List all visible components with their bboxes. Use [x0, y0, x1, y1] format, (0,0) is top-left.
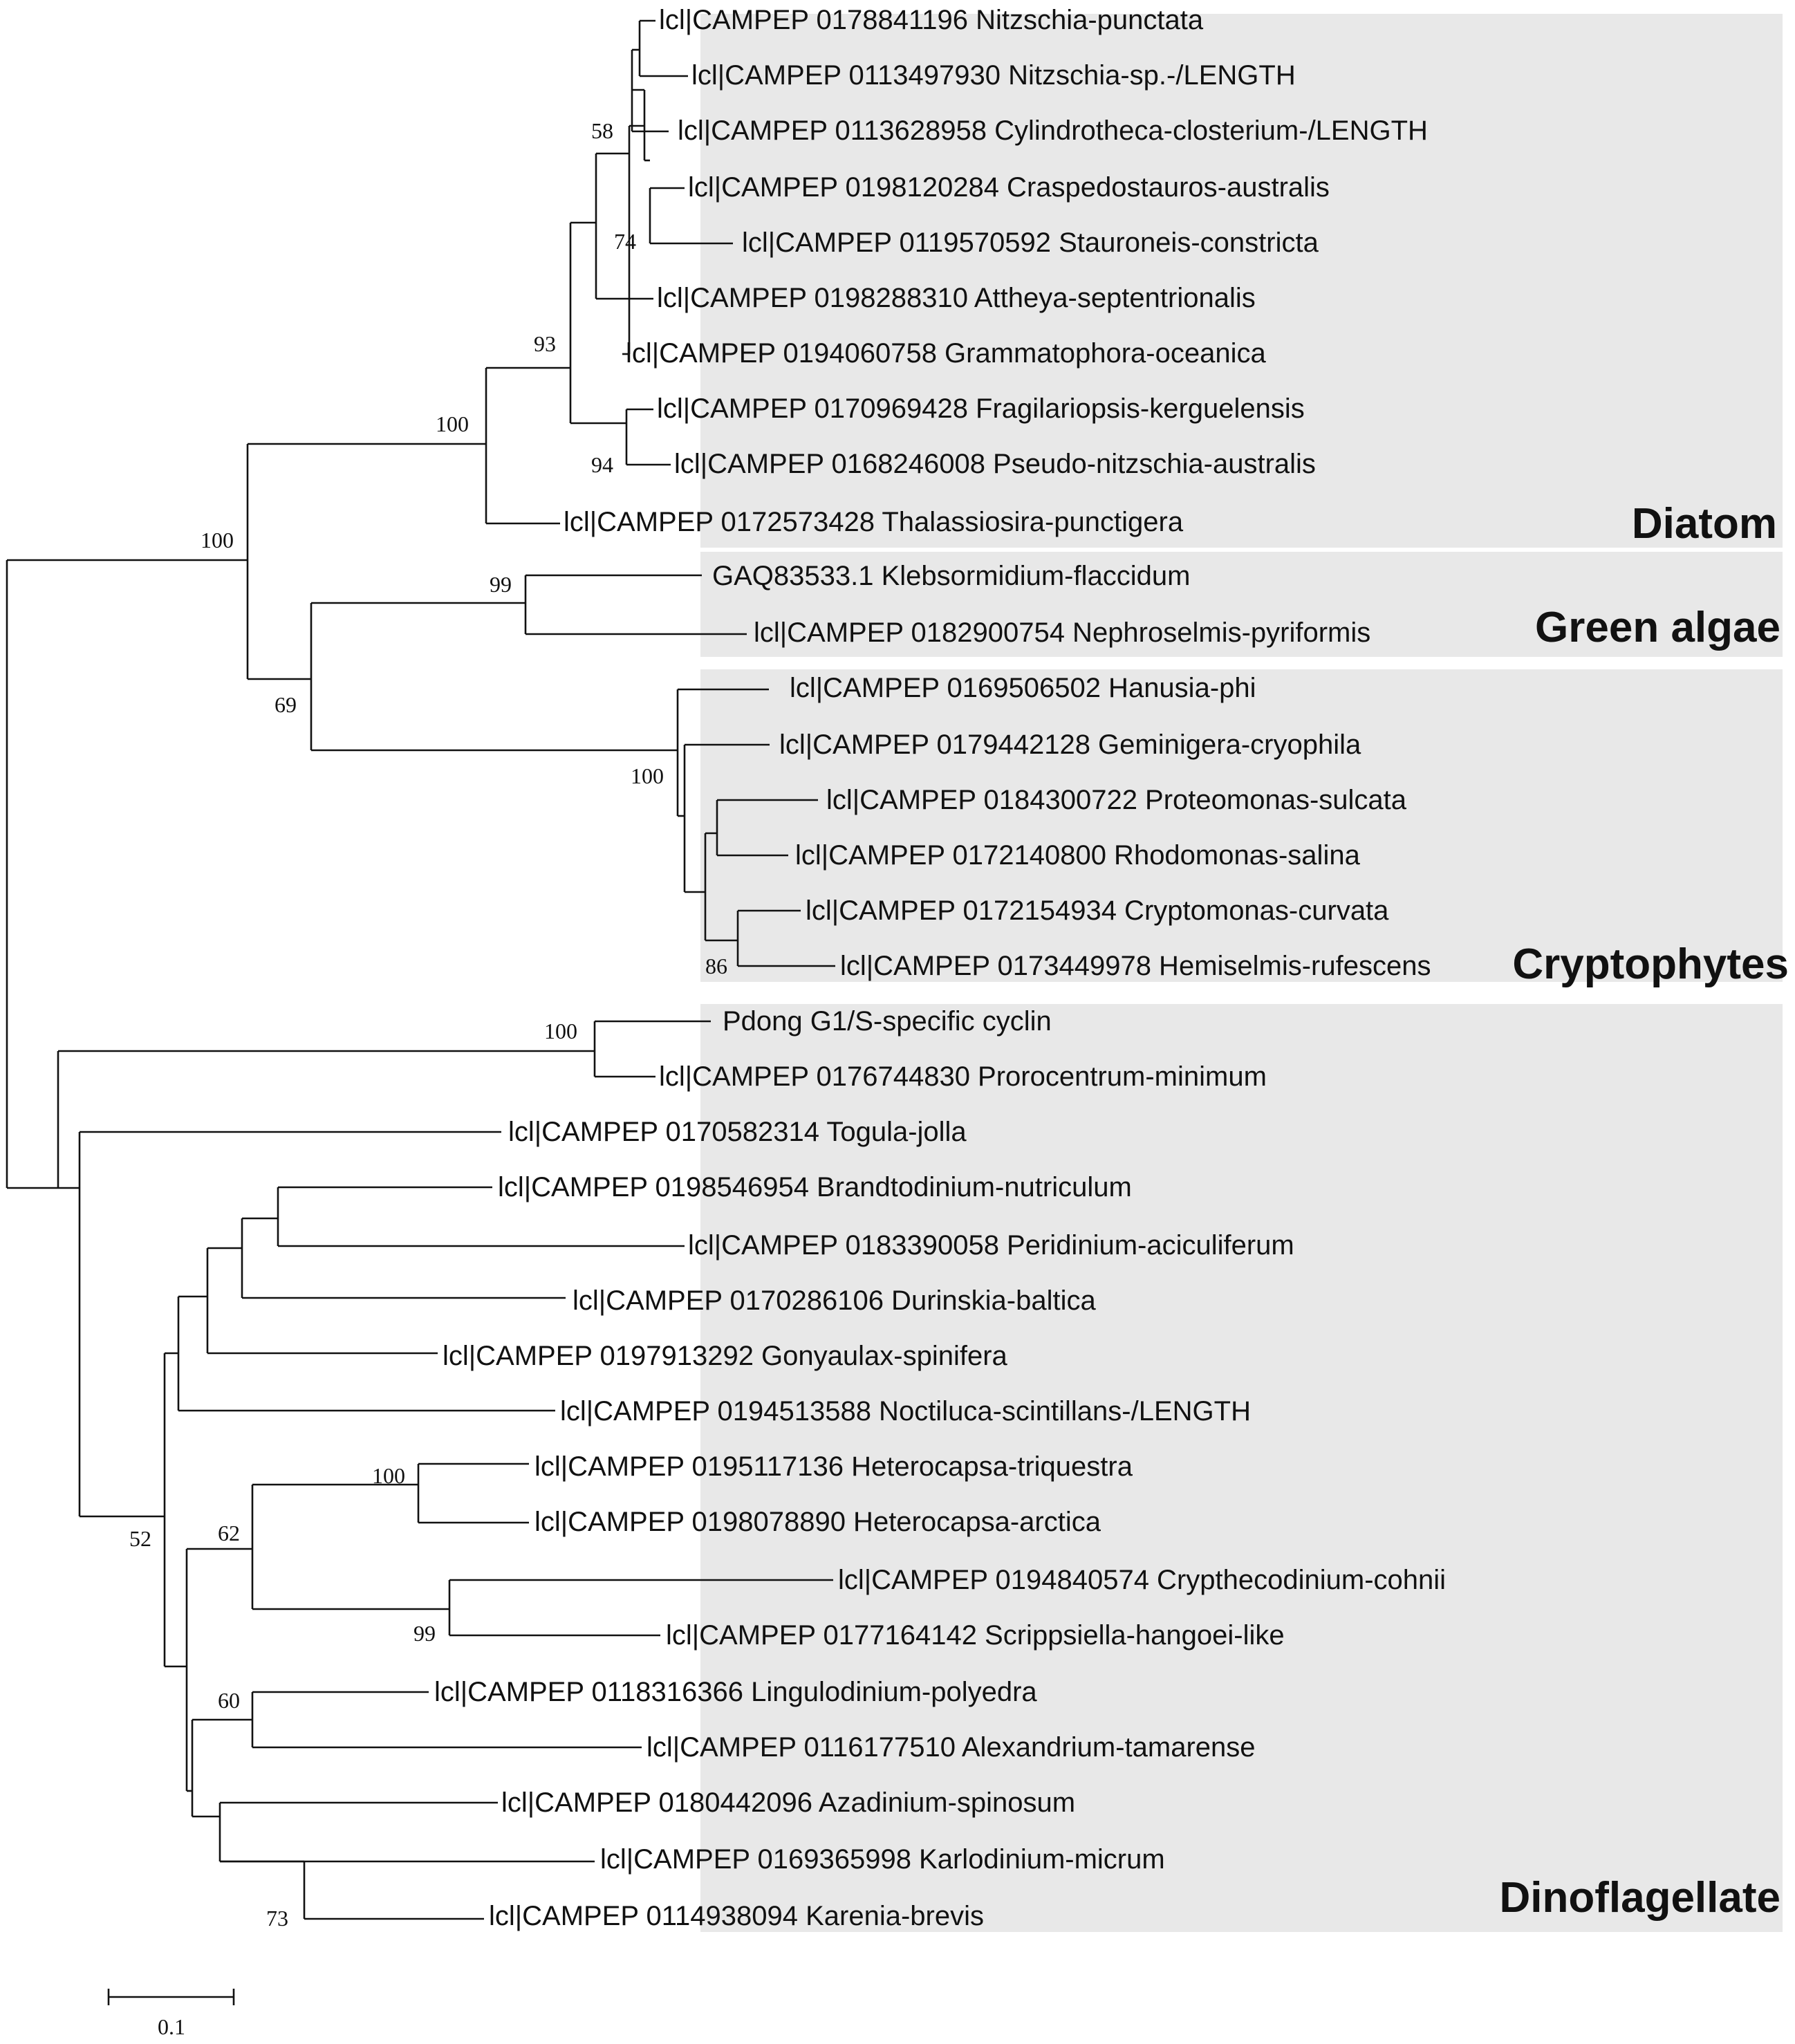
clade-label-cryptophytes: Cryptophytes [1512, 940, 1789, 988]
taxon-label: lcl|CAMPEP 0180442096 Azadinium-spinosum [501, 1787, 1075, 1818]
taxon-label: lcl|CAMPEP 0179442128 Geminigera-cryophi… [779, 730, 1361, 760]
bootstrap-value: 60 [218, 1688, 240, 1713]
bootstrap-value: 100 [201, 528, 234, 552]
taxon-label: lcl|CAMPEP 0197913292 Gonyaulax-spinifer… [443, 1341, 1008, 1371]
taxon-label: lcl|CAMPEP 0178841196 Nitzschia-punctata [659, 5, 1204, 35]
clade-label-diatom: Diatom [1632, 500, 1777, 548]
taxon-label: Pdong G1/S-specific cyclin [723, 1006, 1052, 1037]
bootstrap-value: 69 [275, 692, 297, 717]
bootstrap-value: 100 [436, 411, 469, 436]
bootstrap-value: 99 [490, 572, 512, 597]
taxon-label: lcl|CAMPEP 0113628958 Cylindrotheca-clos… [678, 115, 1428, 146]
bootstrap-value: 52 [129, 1526, 151, 1551]
bootstrap-values: 58 74 93 94 100 100 99 69 100 86 100 52 … [129, 118, 727, 1931]
taxon-label: lcl|CAMPEP 0119570592 Stauroneis-constri… [742, 227, 1319, 258]
taxon-label: lcl|CAMPEP 0170582314 Togula-jolla [508, 1117, 967, 1147]
taxon-label: lcl|CAMPEP 0118316366 Lingulodinium-poly… [434, 1677, 1037, 1707]
taxon-label: lcl|CAMPEP 0198546954 Brandtodinium-nutr… [498, 1172, 1132, 1202]
bootstrap-value: 62 [218, 1521, 240, 1545]
scale-bar-label: 0.1 [158, 2014, 185, 2039]
taxon-label: lcl|CAMPEP 0198288310 Attheya-septentrio… [657, 283, 1256, 313]
taxon-label: lcl|CAMPEP 0194513588 Noctiluca-scintill… [560, 1396, 1251, 1427]
bootstrap-value: 99 [413, 1621, 436, 1646]
taxon-label: lcl|CAMPEP 0176744830 Prorocentrum-minim… [659, 1061, 1267, 1092]
taxon-label: lcl|CAMPEP 0169506502 Hanusia-phi [790, 673, 1256, 703]
taxon-label: lcl|CAMPEP 0172154934 Cryptomonas-curvat… [806, 895, 1389, 926]
bootstrap-value: 100 [372, 1463, 405, 1488]
taxon-label: lcl|CAMPEP 0113497930 Nitzschia-sp.-/LEN… [691, 60, 1296, 91]
bootstrap-value: 73 [266, 1906, 288, 1931]
scale-bar: 0.1 [107, 1989, 235, 2039]
taxon-label: lcl|CAMPEP 0116177510 Alexandrium-tamare… [647, 1732, 1256, 1763]
taxon-label: lcl|CAMPEP 0195117136 Heterocapsa-trique… [534, 1451, 1133, 1482]
taxon-label: lcl|CAMPEP 0114938094 Karenia-brevis [489, 1901, 984, 1931]
scale-bar-line [107, 1989, 235, 2005]
taxon-label: lcl|CAMPEP 0198120284 Craspedostauros-au… [688, 172, 1330, 203]
bootstrap-value: 58 [591, 118, 613, 143]
clade-box-diatom [700, 14, 1783, 548]
tree-branches [6, 19, 835, 1863]
taxon-label: lcl|CAMPEP 0177164142 Scrippsiella-hango… [666, 1620, 1285, 1651]
taxon-label: lcl|CAMPEP 0183390058 Peridinium-aciculi… [688, 1230, 1294, 1261]
clade-label-green-algae: Green algae [1535, 604, 1780, 651]
taxon-label: lcl|CAMPEP 0170286106 Durinskia-baltica [573, 1285, 1096, 1316]
bootstrap-value: 74 [614, 229, 636, 254]
taxon-label: lcl|CAMPEP 0198078890 Heterocapsa-arctic… [534, 1507, 1101, 1537]
bootstrap-value: 93 [534, 331, 556, 356]
taxon-label: lcl|CAMPEP 0173449978 Hemiselmis-rufesce… [840, 951, 1431, 981]
taxon-labels: lcl|CAMPEP 0178841196 Nitzschia-punctata… [434, 5, 1446, 1931]
taxon-label: lcl|CAMPEP 0172573428 Thalassiosira-punc… [564, 507, 1184, 537]
clade-box-green-algae [700, 552, 1783, 657]
taxon-label: lcl|CAMPEP 0169365998 Karlodinium-micrum [600, 1844, 1165, 1875]
taxon-label: lcl|CAMPEP 0194840574 Crypthecodinium-co… [838, 1565, 1446, 1595]
taxon-label: lcl|CAMPEP 0184300722 Proteomonas-sulcat… [826, 785, 1407, 815]
taxon-label: lcl|CAMPEP 0170969428 Fragilariopsis-ker… [657, 393, 1305, 424]
bootstrap-value: 94 [591, 452, 613, 477]
tree-branches-karenia [220, 1860, 595, 1920]
taxon-label: lcl|CAMPEP 0194060758 Grammatophora-ocea… [626, 338, 1266, 369]
bootstrap-value: 100 [631, 763, 664, 788]
bootstrap-value: 86 [705, 954, 727, 978]
clade-box-dinoflagellate [700, 1004, 1783, 1932]
clade-labels: Diatom Green algae Cryptophytes Dinoflag… [1499, 500, 1789, 1922]
clade-box-cryptophytes [700, 669, 1783, 982]
clade-label-dinoflagellate: Dinoflagellate [1499, 1874, 1780, 1922]
taxon-label: lcl|CAMPEP 0168246008 Pseudo-nitzschia-a… [674, 449, 1316, 479]
taxon-label: lcl|CAMPEP 0182900754 Nephroselmis-pyrif… [754, 617, 1370, 648]
bootstrap-value: 100 [544, 1019, 577, 1043]
taxon-label: GAQ83533.1 Klebsormidium-flaccidum [712, 561, 1190, 591]
taxon-label: lcl|CAMPEP 0172140800 Rhodomonas-salina [795, 840, 1361, 871]
